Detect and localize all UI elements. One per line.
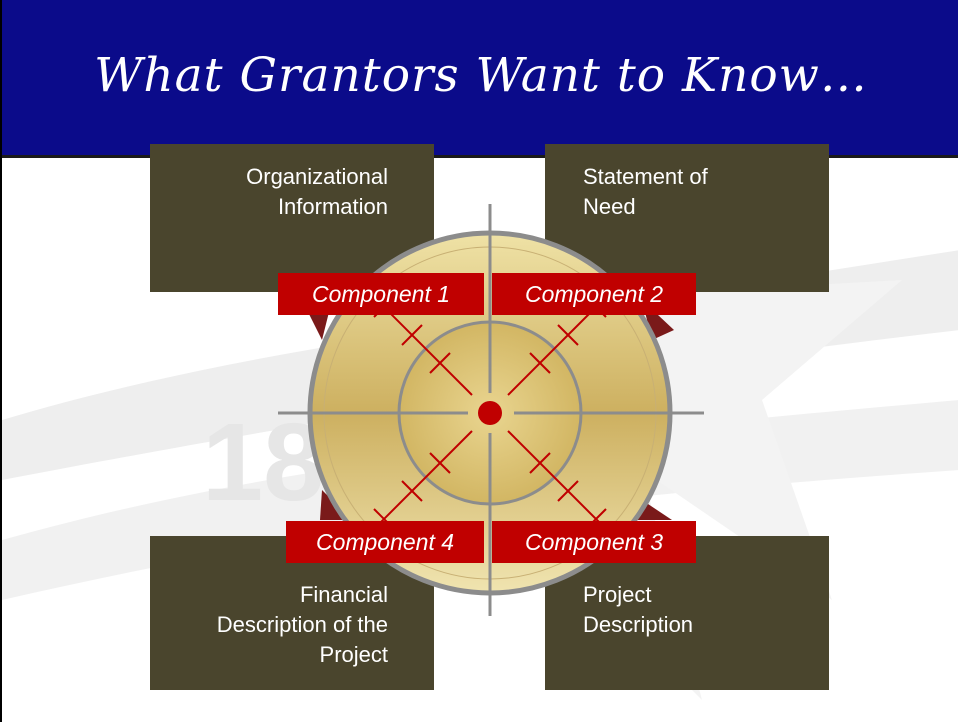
tick-br-1 bbox=[529, 452, 551, 474]
component-1-label: Component 1 bbox=[278, 273, 484, 315]
box-financial-description-text: Financial Description of the Project bbox=[216, 582, 388, 667]
tick-br-2 bbox=[557, 480, 579, 502]
slide-title: What Grantors Want to Know… bbox=[94, 48, 868, 103]
watermark-text: 18 bbox=[202, 401, 324, 524]
box-organizational-information-text: Organizational Information bbox=[246, 164, 388, 219]
tick-tr-2 bbox=[557, 324, 579, 346]
tick-tr-3 bbox=[529, 352, 551, 374]
tick-bl-1 bbox=[429, 452, 451, 474]
box-organizational-information: Organizational Information bbox=[150, 144, 434, 292]
tick-tl-2 bbox=[401, 324, 423, 346]
component-2-label: Component 2 bbox=[492, 273, 696, 315]
bullseye bbox=[478, 401, 502, 425]
tick-tl-3 bbox=[429, 352, 451, 374]
component-3-label: Component 3 bbox=[492, 521, 696, 563]
tick-bl-2 bbox=[401, 480, 423, 502]
component-4-label: Component 4 bbox=[286, 521, 484, 563]
title-bar: What Grantors Want to Know… bbox=[2, 0, 958, 158]
box-project-description-text: Project Description bbox=[583, 582, 694, 637]
box-statement-of-need-text: Statement of Need bbox=[583, 164, 708, 219]
